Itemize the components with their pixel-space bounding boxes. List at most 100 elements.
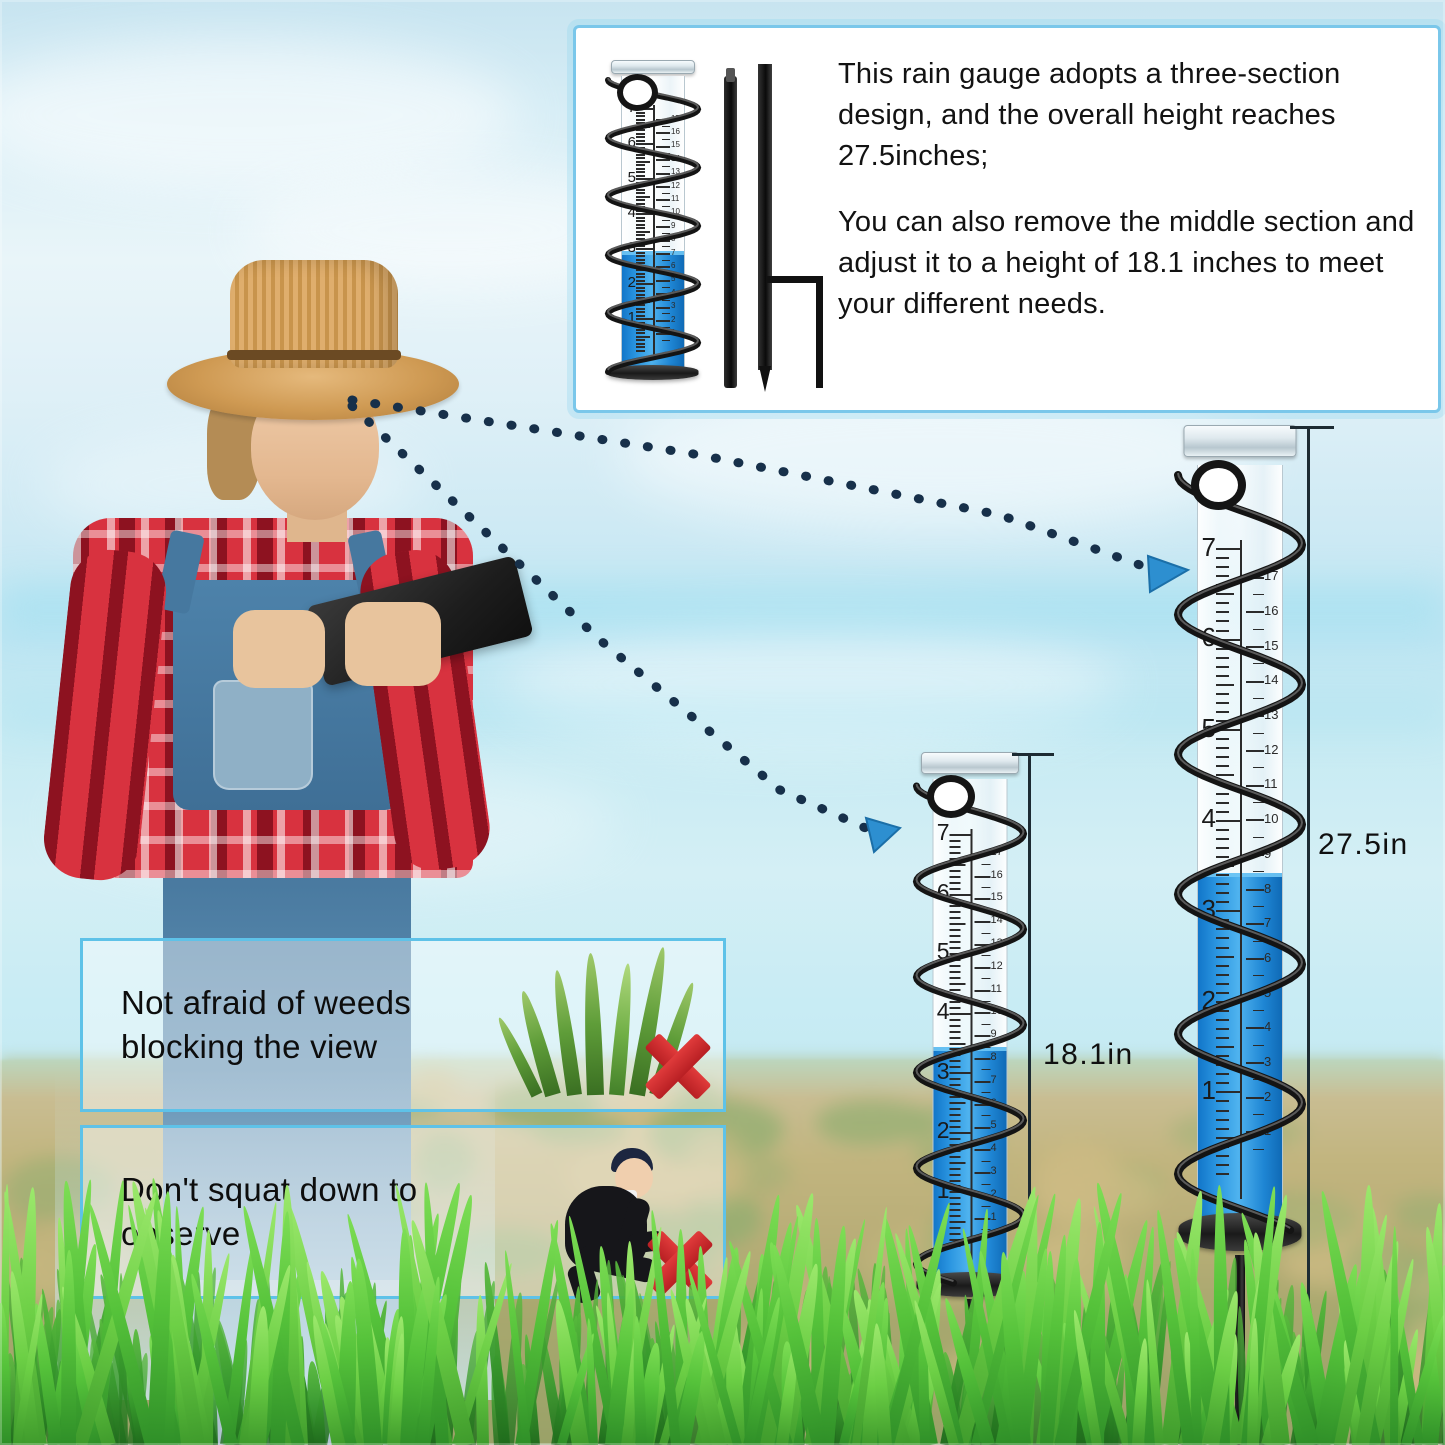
gauge-cm-label: 2 — [671, 315, 676, 324]
dimension-line-tall — [1307, 426, 1310, 1444]
gauge-inch-label: 5 — [936, 938, 950, 964]
gauge-cm-label: 17 — [990, 846, 1003, 858]
gauge-inch-label: 4 — [936, 998, 950, 1024]
dimension-tick-short-top — [1012, 753, 1054, 756]
gauge-cm-label: 9 — [990, 1028, 997, 1040]
weeds-icon — [493, 941, 723, 1109]
gauge-lid — [611, 60, 695, 74]
gauge-cm-label: 12 — [990, 960, 1003, 972]
gauge-cm-label: 14 — [1264, 672, 1279, 687]
gauge-inch-label: 4 — [1201, 803, 1216, 833]
gauge-cm-label: 8 — [1264, 881, 1272, 896]
gauge-inch-label: 2 — [627, 274, 636, 291]
gauge-cm-label: 14 — [990, 914, 1003, 926]
gauge-tube: 7 6 5 4 3 2 1 17 16 15 14 13 12 11 10 9 8 7 6 5 4 3 2 1 — [1197, 465, 1283, 1220]
gauge-cm-label: 4 — [671, 288, 676, 297]
gauge-inch-label: 3 — [627, 239, 636, 256]
gauge-cm-label: 2 — [1264, 1089, 1272, 1104]
gauge-cm-label: 13 — [990, 937, 1003, 949]
gauge-cm-label: 15 — [1264, 638, 1279, 653]
dimension-tick-tall-top — [1290, 426, 1334, 429]
gauge-cm-label: 10 — [671, 207, 680, 216]
stake-bracket-icon — [766, 276, 822, 283]
gauge-cm-label: 12 — [1264, 742, 1279, 757]
callout-weeds-text: Not afraid of weeds blocking the view — [121, 983, 412, 1065]
gauge-cm-label: 16 — [671, 127, 680, 136]
gauge-cm-label: 8 — [671, 234, 676, 243]
gauge-cm-label: 17 — [1264, 568, 1279, 583]
gauge-cm-label: 10 — [990, 1005, 1003, 1017]
gauge-cm-label: 16 — [990, 869, 1003, 881]
gauge-inch-label: 7 — [1201, 532, 1216, 562]
gauge-inch-label: 3 — [1201, 894, 1216, 924]
gauge-cm-label: 11 — [990, 983, 1002, 995]
gauge-cm-label: 7 — [671, 248, 676, 257]
gauge-cm-label: 9 — [671, 221, 676, 230]
gauge-cm-label: 13 — [1264, 707, 1279, 722]
stake-bracket-leg-icon — [816, 276, 823, 388]
callout-paragraph-1: This rain gauge adopts a three-section d… — [838, 58, 1341, 173]
gauge-cm-label: 13 — [671, 167, 680, 176]
gauge-cm-label: 11 — [1264, 776, 1278, 791]
gauge-cm-label: 3 — [671, 301, 676, 310]
stake-rod-icon — [758, 64, 772, 370]
gauge-cm-label: 10 — [1264, 811, 1279, 826]
gauge-cm-label: 14 — [671, 154, 680, 163]
gauge-inch-label: 4 — [627, 204, 636, 221]
callout-text-block: This rain gauge adopts a three-section d… — [832, 28, 1438, 349]
gauge-cm-label: 15 — [671, 140, 680, 149]
gauge-inch-label: 5 — [1201, 713, 1216, 743]
foreground-grass — [0, 1145, 1445, 1445]
gauge-inch-label: 6 — [627, 134, 636, 151]
gauge-inch-label: 3 — [936, 1058, 950, 1084]
gauge-cm-label: 6 — [671, 261, 676, 270]
stake-rod-point-icon — [759, 366, 771, 392]
gauge-cm-label: 17 — [671, 114, 680, 123]
gauge-cm-label: 4 — [1264, 1019, 1272, 1034]
gauge-inch-label: 2 — [1201, 985, 1216, 1015]
squatting-person-icon — [523, 1128, 723, 1306]
gauge-inch-label: 1 — [627, 309, 636, 326]
gauge-cm-label: 7 — [990, 1074, 997, 1086]
gauge-cm-label: 5 — [990, 1119, 997, 1131]
gauge-inch-label: 6 — [936, 879, 950, 905]
gauge-base — [607, 365, 699, 380]
gauge-inch-label: 2 — [936, 1117, 950, 1143]
gauge-hanging-ring-icon — [1191, 460, 1246, 510]
gauge-inch-label: 6 — [1201, 622, 1216, 652]
gauge-lid — [921, 752, 1019, 774]
gauge-inch-label: 5 — [627, 169, 636, 186]
gauge-cm-label: 11 — [671, 194, 680, 203]
gauge-cm-label: 15 — [990, 891, 1003, 903]
stake-rod-tip-icon — [726, 68, 735, 82]
gauge-inch-label: 7 — [936, 819, 950, 845]
gauge-cm-label: 1 — [671, 328, 676, 337]
dimension-label-tall: 27.5in — [1318, 828, 1409, 861]
gauge-cm-label: 8 — [990, 1051, 997, 1063]
callout-squat-text: Don't squat down to observe — [121, 1170, 418, 1252]
callout-paragraph-2: You can also remove the middle section a… — [838, 205, 1415, 320]
callout-weeds: Not afraid of weeds blocking the view — [80, 938, 726, 1112]
gauge-hanging-ring-icon — [927, 775, 975, 818]
gauge-cm-label: 5 — [1264, 985, 1272, 1000]
gauge-inch-label: 1 — [1201, 1075, 1216, 1105]
stake-rod-icon — [724, 76, 737, 388]
gauge-cm-label: 6 — [1264, 950, 1272, 965]
gauge-cm-label: 3 — [1264, 1054, 1272, 1069]
gauge-cm-label: 12 — [671, 181, 680, 190]
gauge-cm-label: 6 — [990, 1097, 997, 1109]
dimension-label-short: 18.1in — [1043, 1038, 1134, 1071]
red-x-icon — [641, 1029, 715, 1103]
dimension-line-short — [1028, 753, 1031, 1445]
gauge-cm-label: 9 — [1264, 846, 1272, 861]
gauge-cm-label: 7 — [1264, 915, 1272, 930]
gauge-hanging-ring-icon — [617, 74, 658, 111]
gauge-cm-label: 5 — [671, 274, 676, 283]
gauge-cm-label: 1 — [1264, 1123, 1272, 1138]
gauge-cm-label: 16 — [1264, 603, 1279, 618]
